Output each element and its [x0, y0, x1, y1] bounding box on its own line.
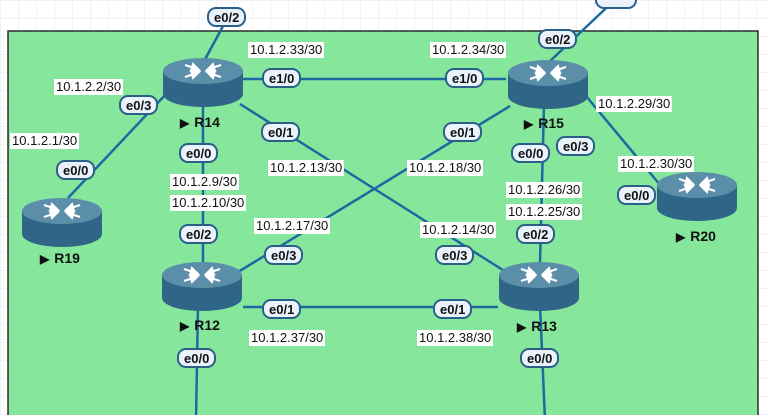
router-r15-name[interactable]: ▶R15: [524, 115, 564, 131]
play-icon: ▶: [40, 252, 50, 266]
router-r12-name[interactable]: ▶R12: [180, 317, 220, 333]
ip-label: 10.1.2.33/30: [248, 42, 325, 58]
port-r14-e0-3[interactable]: e0/3: [119, 95, 159, 115]
port-r12-e0-1[interactable]: e0/1: [262, 299, 302, 319]
router-r12-icon[interactable]: [162, 262, 242, 311]
play-icon: ▶: [676, 230, 686, 244]
port-r13-e0-2[interactable]: e0/2: [516, 224, 556, 244]
router-r14-icon[interactable]: [163, 58, 243, 107]
port-r12-e0-2[interactable]: e0/2: [179, 224, 219, 244]
ip-label: 10.1.2.2/30: [54, 79, 124, 95]
port-r14-e1-0[interactable]: e1/0: [262, 68, 302, 88]
ip-label: 10.1.2.26/30: [506, 182, 583, 198]
port-r20-e0-0[interactable]: e0/0: [617, 185, 657, 205]
router-r13-name[interactable]: ▶R13: [517, 318, 557, 334]
port-r13-e0-0[interactable]: e0/0: [520, 348, 560, 368]
ip-label: 10.1.2.29/30: [596, 96, 673, 112]
ip-label: 10.1.2.25/30: [506, 204, 583, 220]
off-canvas-node: [595, 0, 637, 9]
ip-label: 10.1.2.37/30: [249, 330, 326, 346]
port-r14-e0-1[interactable]: e0/1: [261, 122, 301, 142]
router-r15-icon[interactable]: [508, 60, 588, 109]
router-r14-name[interactable]: ▶R14: [180, 114, 220, 130]
ip-label: 10.1.2.9/30: [170, 174, 240, 190]
play-icon: ▶: [180, 319, 190, 333]
router-r20-name[interactable]: ▶R20: [676, 228, 716, 244]
port-r15-top[interactable]: e0/2: [538, 29, 578, 49]
ip-label: 10.1.2.14/30: [420, 222, 497, 238]
ip-label: 10.1.2.30/30: [618, 156, 695, 172]
play-icon: ▶: [180, 116, 190, 130]
port-r15-e0-0[interactable]: e0/0: [511, 143, 551, 163]
link-r15-r20[interactable]: [585, 95, 667, 193]
ip-label: 10.1.2.17/30: [254, 218, 331, 234]
ip-label: 10.1.2.10/30: [170, 195, 247, 211]
port-r13-e0-1[interactable]: e0/1: [433, 299, 473, 319]
port-r12-e0-3[interactable]: e0/3: [264, 245, 304, 265]
play-icon: ▶: [517, 320, 527, 334]
router-r13-icon[interactable]: [499, 262, 579, 311]
ip-label: 10.1.2.1/30: [10, 133, 80, 149]
ip-label: 10.1.2.18/30: [407, 160, 484, 176]
play-icon: ▶: [524, 117, 534, 131]
port-r15-e0-3[interactable]: e0/3: [556, 136, 596, 156]
port-r15-e1-0[interactable]: e1/0: [445, 68, 485, 88]
router-r20-icon[interactable]: [657, 172, 737, 221]
port-r19-e0-0[interactable]: e0/0: [56, 160, 96, 180]
ip-label: 10.1.2.13/30: [268, 160, 345, 176]
ip-label: 10.1.2.34/30: [430, 42, 507, 58]
port-r14-top[interactable]: e0/2: [207, 7, 247, 27]
router-r19-name[interactable]: ▶R19: [40, 250, 80, 266]
port-r13-e0-3[interactable]: e0/3: [435, 245, 475, 265]
port-r14-e0-0[interactable]: e0/0: [179, 143, 219, 163]
router-r19-icon[interactable]: [22, 198, 102, 247]
port-r15-e0-1[interactable]: e0/1: [443, 122, 483, 142]
ip-label: 10.1.2.38/30: [417, 330, 494, 346]
port-r12-e0-0[interactable]: e0/0: [177, 348, 217, 368]
